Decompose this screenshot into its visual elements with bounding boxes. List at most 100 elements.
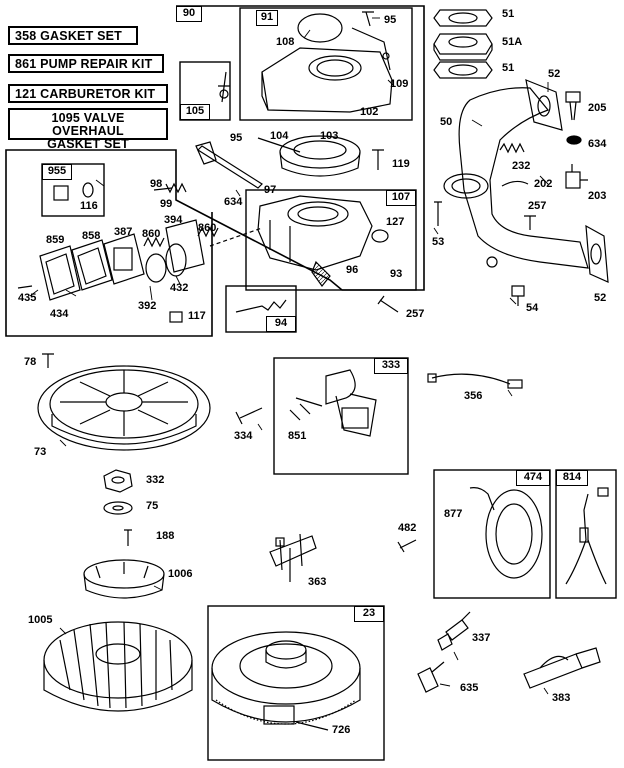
oring-116 xyxy=(82,182,94,198)
part-label: 634 xyxy=(224,196,243,208)
pump-gasket-859 xyxy=(39,245,81,301)
blower-screen-73 xyxy=(37,365,211,451)
box-number-474: 474 xyxy=(516,470,550,486)
part-label: 257 xyxy=(528,200,547,212)
part-label: 95 xyxy=(230,132,243,144)
part-label: 1006 xyxy=(168,568,193,580)
part-label: 205 xyxy=(588,102,607,114)
plug-127 xyxy=(371,229,389,243)
part-label: 75 xyxy=(146,500,159,512)
part-label: 102 xyxy=(360,106,379,118)
part-label: 202 xyxy=(534,178,553,190)
bolt-53 xyxy=(434,201,442,226)
box-23-frame xyxy=(207,605,385,761)
part-label: 726 xyxy=(332,724,351,736)
part-label: 52 xyxy=(548,68,561,80)
flywheel-23 xyxy=(211,631,361,725)
rod-104 xyxy=(257,137,301,153)
part-label: 116 xyxy=(80,200,98,212)
part-label: 50 xyxy=(440,116,453,128)
part-label: 51A xyxy=(502,36,523,48)
carburetor-body-107 xyxy=(257,195,373,271)
gasket-51-bottom xyxy=(433,61,493,79)
box-number-333: 333 xyxy=(374,358,408,374)
part-label: 383 xyxy=(552,692,571,704)
pump-gasket-858 xyxy=(71,239,113,291)
box-number-955: 955 xyxy=(42,164,72,180)
part-label: 109 xyxy=(390,78,409,90)
box-number-107: 107 xyxy=(386,190,416,206)
part-label: 104 xyxy=(270,130,289,142)
part-label: 432 xyxy=(170,282,189,294)
screw-188 xyxy=(124,529,132,546)
wire-harness-814 xyxy=(565,487,609,585)
box-number-814: 814 xyxy=(556,470,588,486)
box-number-94: 94 xyxy=(266,316,296,332)
ring-392 xyxy=(145,253,167,283)
screw-482 xyxy=(397,539,417,553)
part-label: 127 xyxy=(386,216,405,228)
assembly-line xyxy=(209,227,263,247)
spark-plug-337 xyxy=(437,611,471,651)
part-label: 99 xyxy=(160,198,173,210)
kit-label-valve-overhaul: 1095 VALVE OVERHAUL GASKET SET xyxy=(8,108,168,151)
part-label: 103 xyxy=(320,130,339,142)
link-202 xyxy=(501,180,529,187)
bolt-54 xyxy=(511,285,525,306)
box-number-91: 91 xyxy=(256,10,278,26)
bracket-363 xyxy=(269,533,317,582)
part-label: 1005 xyxy=(28,614,53,626)
screw-119 xyxy=(372,149,384,170)
spring-99 xyxy=(165,182,187,194)
part-label: 859 xyxy=(46,234,65,246)
leader-726 xyxy=(295,721,329,731)
part-label: 356 xyxy=(464,390,483,402)
fitting-203 xyxy=(565,164,588,189)
part-label: 860 xyxy=(142,228,161,240)
screw-78 xyxy=(42,353,54,368)
part-label: 394 xyxy=(164,214,183,226)
box-474-frame xyxy=(433,469,551,599)
alternator-stator-474 xyxy=(469,487,543,579)
carburetor-group-outline xyxy=(5,5,425,337)
box-number-90: 90 xyxy=(176,6,202,22)
box-955-frame xyxy=(41,163,105,217)
leader-lines xyxy=(29,17,549,695)
part-label: 117 xyxy=(188,310,206,322)
spring-860-b xyxy=(197,226,219,238)
part-label: 54 xyxy=(526,302,539,314)
elbow-635 xyxy=(417,661,445,693)
screw-95-top xyxy=(362,11,374,27)
screw-257-a xyxy=(377,295,399,313)
part-label: 97 xyxy=(264,184,277,196)
nut-332 xyxy=(103,469,133,493)
part-label: 51 xyxy=(502,8,515,20)
part-label: 860 xyxy=(198,222,217,234)
part-label: 203 xyxy=(588,190,607,202)
kit-label-gasket-set: 358 GASKET SET xyxy=(8,26,138,45)
part-label: 51 xyxy=(502,62,515,74)
part-label: 435 xyxy=(18,292,37,304)
intake-manifold-50 xyxy=(443,79,609,283)
part-label: 334 xyxy=(234,430,253,442)
part-label: 52 xyxy=(594,292,607,304)
box-91-frame xyxy=(239,7,413,121)
spring-232 xyxy=(499,142,525,154)
starter-cup-1006 xyxy=(83,559,165,599)
part-label: 387 xyxy=(114,226,133,238)
lever-109 xyxy=(351,27,391,71)
bolt-334 xyxy=(235,407,263,425)
nut-634-b xyxy=(566,135,582,145)
kit-text: 861 PUMP REPAIR KIT xyxy=(15,57,153,71)
ground-wire-356 xyxy=(427,373,523,389)
spacer-51A xyxy=(433,33,493,61)
part-label: 851 xyxy=(288,430,307,442)
kit-text: 358 GASKET SET xyxy=(15,29,122,43)
throttle-shaft-97 xyxy=(195,141,263,189)
part-label: 877 xyxy=(444,508,463,520)
part-label: 232 xyxy=(512,160,531,172)
part-label: 634 xyxy=(588,138,607,150)
float-bowl-103 xyxy=(279,135,361,177)
part-label: 96 xyxy=(346,264,359,276)
screws-851 xyxy=(289,403,311,421)
